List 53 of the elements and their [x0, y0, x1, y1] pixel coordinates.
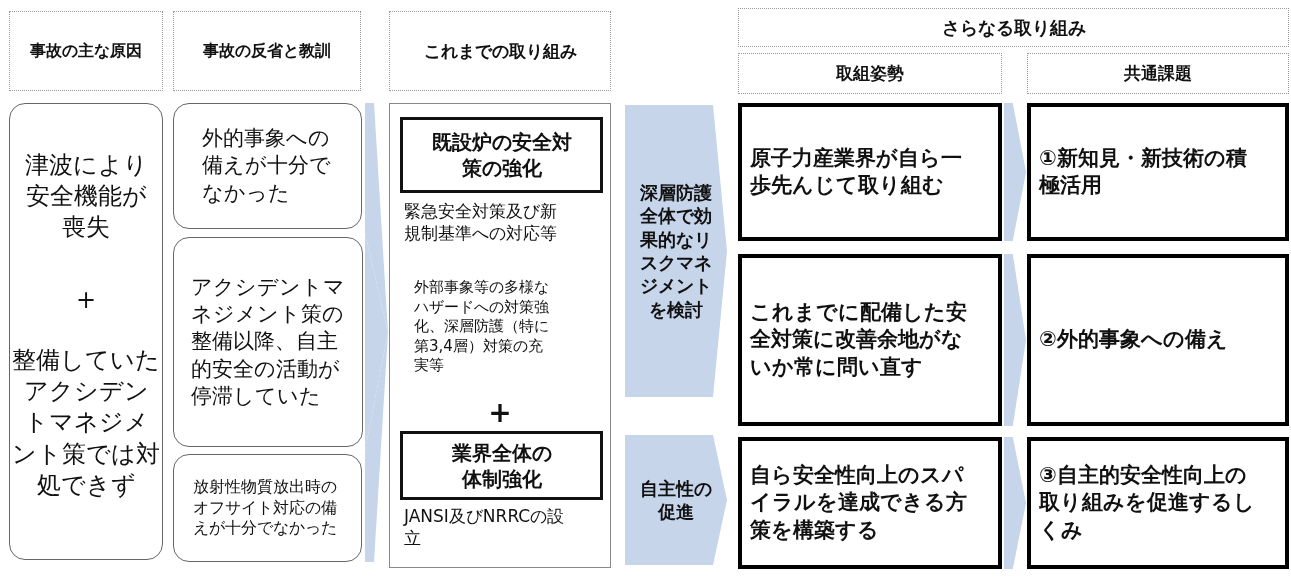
column-header	[738, 53, 1002, 94]
node-text: 津波により安全機能が喪失	[23, 150, 149, 244]
node-text: 整備していたアクシデントマネジメント策では対処できず	[12, 345, 160, 501]
node-text: JANSI及びNRRCの設立	[404, 505, 566, 550]
rounded-box	[173, 237, 363, 447]
rounded-box	[173, 103, 362, 229]
heading-box	[400, 117, 603, 193]
plus-sign: +	[487, 395, 513, 431]
header-text: 取組姿勢	[836, 62, 904, 85]
chevron-arrow	[365, 332, 388, 562]
panel	[389, 103, 611, 568]
node-text: 外的事象への備えが十分でなかった	[201, 125, 332, 207]
node-text: 緊急安全対策及び新規制基準への対応等	[404, 200, 558, 245]
node-text: 自主性の促進	[639, 476, 713, 524]
arrow-band	[625, 105, 727, 397]
column-header	[173, 11, 361, 91]
chevron-arrow	[1004, 103, 1026, 241]
arrow-band	[625, 435, 727, 565]
header-text: 事故の反省と教訓	[203, 40, 331, 62]
node-text: 深層防護全体で効果的なリスクマネジメントを検討	[639, 180, 713, 322]
header-text: 共通課題	[1124, 62, 1192, 85]
node-text: アクシデントマネジメント策の整備以降、自主的安全の活動が停滞していた	[190, 273, 346, 410]
bordered-box	[1027, 254, 1289, 426]
chevron-arrow	[365, 103, 388, 333]
column-header	[738, 8, 1289, 47]
node-text: これまでに配備した安全対策に改善余地がないか常に問い直す	[750, 299, 968, 381]
header-text: さらなる取り組み	[941, 15, 1086, 40]
node-text: 放射性物質放出時のオフサイト対応の備えが十分でなかった	[192, 476, 338, 540]
node-text: 業界全体の体制強化	[450, 439, 553, 492]
plus-sign: +	[74, 285, 98, 316]
bordered-box	[738, 103, 1002, 241]
column-header	[389, 11, 611, 91]
header-text: これまでの取り組み	[423, 39, 577, 63]
node-text: ③自主的安全性向上の取り組みを促進するしくみ	[1039, 462, 1256, 544]
node-text: ①新知見・新技術の積極活用	[1039, 144, 1248, 199]
chevron-arrow	[1004, 254, 1026, 426]
node-text: 外部事象等の多様なハザードへの対策強化、深層防護（特に第3,4層）対策の充実等	[414, 278, 550, 376]
chevron-arrow	[1004, 437, 1026, 569]
bordered-box	[738, 437, 1002, 569]
node-text: 原子力産業界が自ら一歩先んじて取り組む	[750, 144, 963, 199]
column-header	[9, 11, 163, 91]
bordered-box	[738, 254, 1002, 426]
bordered-box	[1027, 103, 1289, 241]
node-text: 自ら安全性向上のスパイラルを達成できる方策を構築する	[750, 462, 968, 544]
bordered-box	[1027, 437, 1289, 569]
node-text: ②外的事象への備え	[1039, 326, 1229, 354]
rounded-box	[173, 454, 362, 562]
rounded-box	[9, 103, 163, 560]
header-text: 事故の主な原因	[30, 40, 142, 62]
chevron-arrow	[365, 233, 388, 451]
column-header	[1027, 53, 1289, 94]
node-text: 既設炉の安全対策の強化	[430, 129, 573, 181]
heading-box	[400, 431, 603, 500]
